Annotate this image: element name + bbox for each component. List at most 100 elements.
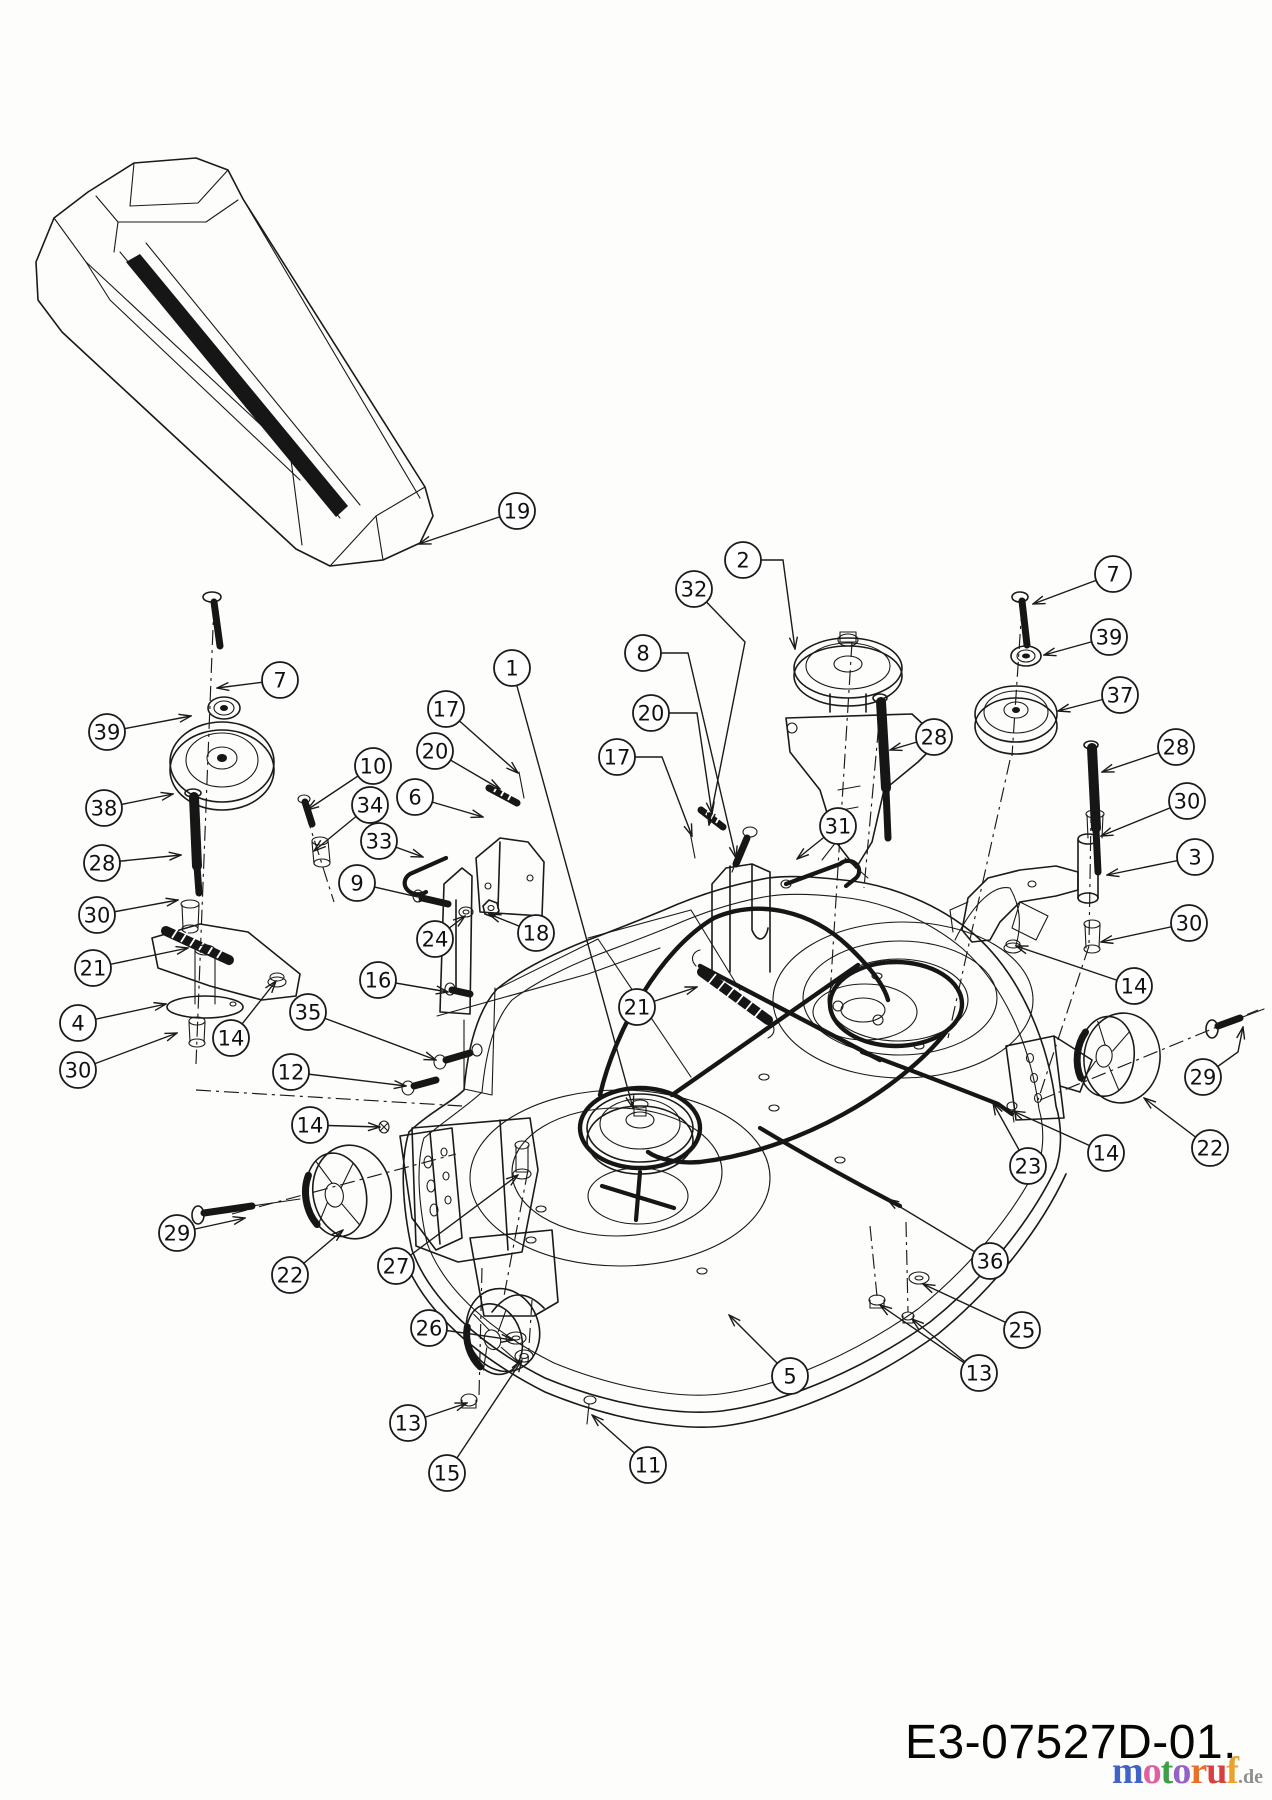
callout-circle-35: [289, 993, 327, 1031]
left-idler-stack: [169, 591, 275, 934]
callout-14: 14: [1016, 946, 1153, 1005]
callout-circle-28: [915, 718, 953, 756]
callout-circle-14: [212, 1019, 250, 1057]
svg-text:4: 4: [71, 1012, 84, 1036]
callout-9: 9: [338, 864, 431, 902]
callout-22: 22: [271, 1230, 343, 1294]
callout-circle-15: [428, 1454, 466, 1492]
callout-23: 23: [993, 1103, 1047, 1185]
svg-text:39: 39: [1096, 626, 1123, 650]
callout-34: 34: [314, 786, 389, 851]
svg-text:14: 14: [218, 1027, 245, 1051]
svg-text:22: 22: [1197, 1137, 1224, 1161]
callout-26: 26: [410, 1309, 513, 1347]
callout-28: 28: [1102, 728, 1195, 772]
callout-15: 15: [428, 1360, 522, 1492]
callout-circle-37: [1101, 676, 1139, 714]
callout-30: 30: [78, 896, 178, 934]
callout-circle-17: [427, 690, 465, 728]
svg-text:2: 2: [736, 549, 749, 573]
callout-16: 16: [359, 961, 448, 999]
callout-39: 39: [1044, 618, 1128, 655]
callout-circle-7: [261, 661, 299, 699]
callout-18: 18: [489, 914, 555, 952]
svg-text:14: 14: [297, 1114, 324, 1138]
callout-circle-36: [971, 1242, 1009, 1280]
callout-circle-22: [271, 1256, 309, 1294]
callout-11: 11: [592, 1415, 667, 1484]
svg-text:21: 21: [80, 957, 107, 981]
callout-circle-2: [724, 541, 762, 579]
callout-circle-13: [960, 1354, 998, 1392]
callout-35: 35: [289, 993, 436, 1060]
svg-text:21: 21: [624, 996, 651, 1020]
callout-circle-5: [771, 1357, 809, 1395]
support-shafts: [872, 693, 1102, 876]
svg-text:14: 14: [1121, 975, 1148, 999]
svg-text:3: 3: [1188, 846, 1201, 870]
svg-text:31: 31: [825, 815, 852, 839]
callout-circle-39: [88, 713, 126, 751]
svg-text:34: 34: [357, 794, 384, 818]
svg-text:37: 37: [1107, 684, 1134, 708]
callout-14: 14: [291, 1106, 380, 1144]
callout-circle-17: [598, 738, 636, 776]
left-wheel-bracket: [399, 1127, 463, 1251]
svg-text:29: 29: [1190, 1066, 1217, 1090]
svg-text:32: 32: [681, 578, 708, 602]
callout-circle-20: [416, 732, 454, 770]
callout-circle-7: [1094, 555, 1132, 593]
svg-text:30: 30: [65, 1059, 92, 1083]
callout-14: 14: [1013, 1111, 1125, 1172]
drawing-number: E3-07527D-01.: [904, 1716, 1237, 1769]
callout-17: 17: [598, 738, 692, 836]
callout-20: 20: [632, 694, 712, 814]
callout-circle-21: [618, 988, 656, 1026]
centre-deck-pulley: [586, 1093, 694, 1175]
svg-text:6: 6: [408, 786, 421, 810]
callout-38: 38: [85, 789, 173, 827]
callout-28: 28: [890, 718, 953, 756]
callout-circle-21: [74, 949, 112, 987]
svg-text:17: 17: [433, 698, 460, 722]
svg-text:22: 22: [277, 1264, 304, 1288]
callout-12: 12: [272, 1053, 406, 1091]
svg-text:30: 30: [1176, 912, 1203, 936]
callout-13: 13: [880, 1305, 998, 1392]
svg-text:9: 9: [350, 872, 363, 896]
svg-text:1: 1: [505, 657, 518, 681]
svg-text:7: 7: [273, 669, 286, 693]
callout-29: 29: [1184, 1027, 1243, 1096]
svg-text:24: 24: [422, 928, 449, 952]
motoruf-logo-suffix: .de: [1238, 1766, 1263, 1788]
svg-text:28: 28: [1163, 736, 1190, 760]
callout-37: 37: [1058, 676, 1139, 714]
svg-text:5: 5: [783, 1365, 796, 1389]
callout-32: 32: [675, 570, 746, 825]
callout-circle-33: [360, 822, 398, 860]
svg-text:8: 8: [636, 642, 649, 666]
callout-circle-30: [1170, 904, 1208, 942]
svg-text:20: 20: [422, 740, 449, 764]
callout-circle-9: [338, 864, 376, 902]
callout-circle-13: [389, 1404, 427, 1442]
svg-text:13: 13: [966, 1362, 993, 1386]
deck-tension-spring: [691, 949, 775, 1039]
callout-circle-30: [78, 896, 116, 934]
callout-circle-30: [59, 1051, 97, 1089]
svg-text:38: 38: [91, 797, 118, 821]
callout-28: 28: [83, 844, 181, 882]
svg-text:17: 17: [604, 746, 631, 770]
callout-30: 30: [1101, 904, 1208, 942]
callout-circle-31: [819, 807, 857, 845]
callout-5: 5: [729, 1315, 809, 1395]
callout-circle-30: [1168, 782, 1206, 820]
front-gauge-wheel: [463, 1287, 541, 1376]
callout-4: 4: [59, 1004, 166, 1042]
right-gauge-wheel: [1073, 1012, 1161, 1104]
right-axle-bolt: [1205, 1008, 1265, 1039]
callout-circle-23: [1009, 1147, 1047, 1185]
callout-circle-32: [675, 570, 713, 608]
motoruf-watermark: motoruf.de: [1112, 1752, 1263, 1790]
